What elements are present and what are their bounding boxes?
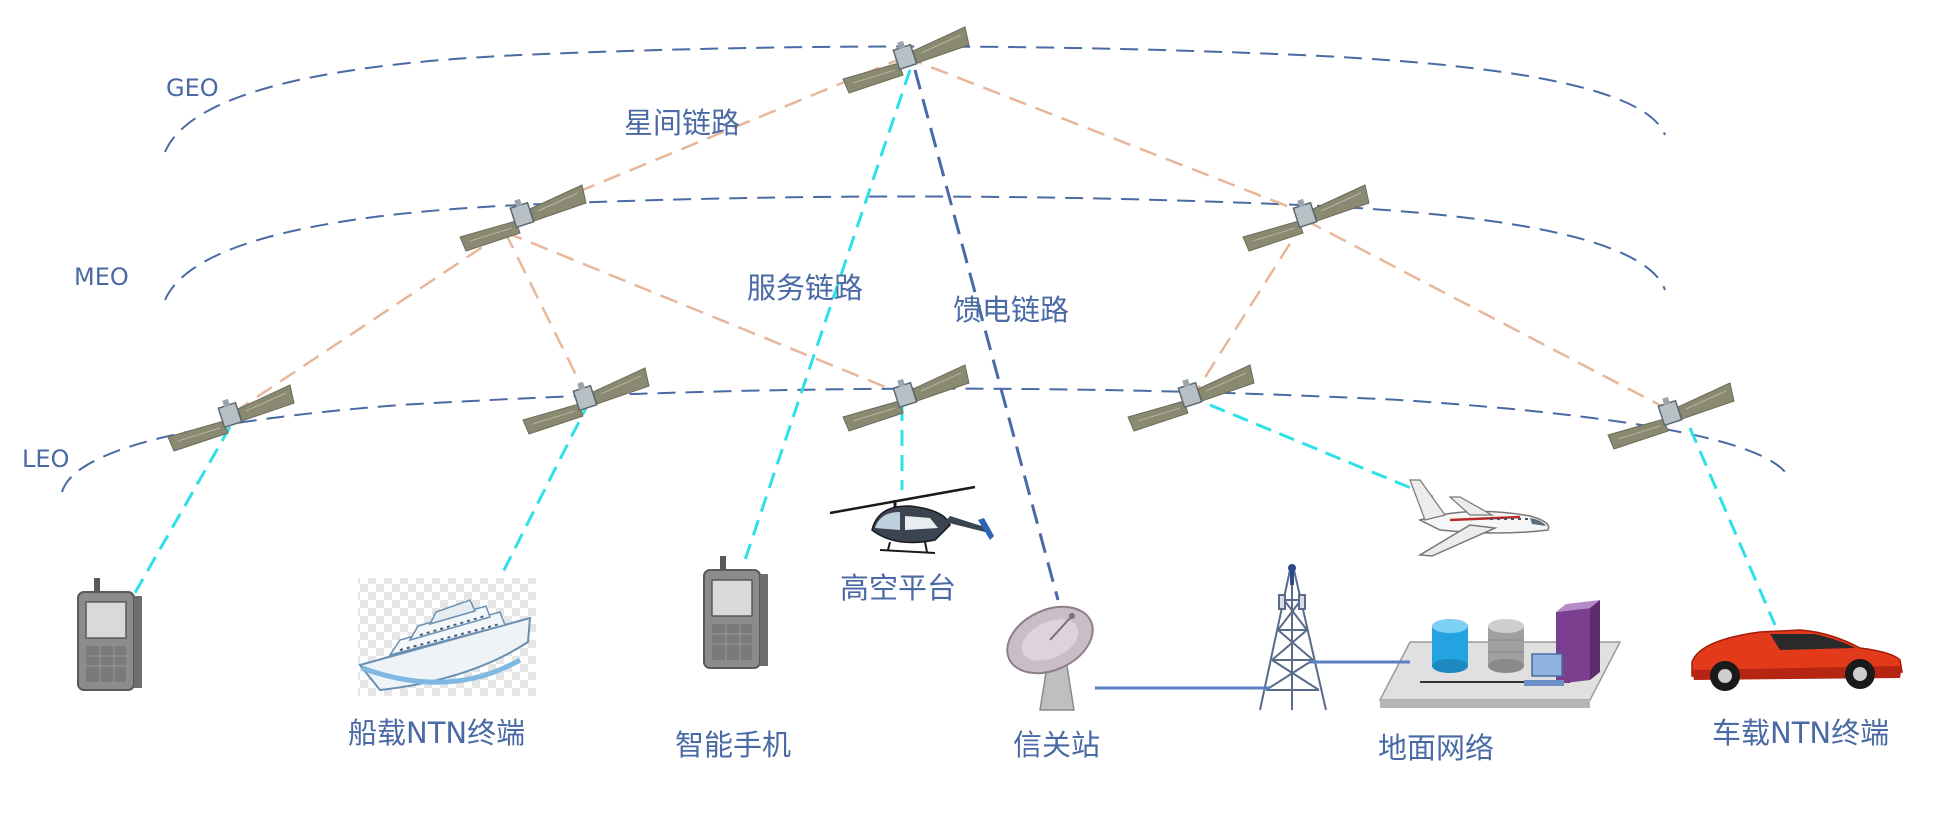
gateway-label: 信关站	[1013, 728, 1101, 762]
smartphone-label: 智能手机	[675, 728, 792, 762]
ground-wired-links	[1095, 660, 1410, 690]
car-terminal-label: 车载NTN终端	[1712, 716, 1890, 750]
airplane-icon	[1409, 479, 1550, 557]
smartphone-icon	[703, 555, 769, 669]
leo-label: LEO	[22, 445, 70, 473]
service-link-label: 服务链路	[747, 271, 864, 305]
helicopter-icon	[829, 485, 994, 554]
cell-tower-icon	[1259, 564, 1327, 711]
leo-satellite-2-icon	[522, 367, 650, 435]
meo-satellite-right-icon	[1242, 184, 1370, 252]
leo-satellite-5-icon	[1607, 382, 1735, 450]
leo-satellite-4-icon	[1127, 364, 1255, 432]
handheld-terminal-icon	[77, 577, 143, 691]
meo-label: MEO	[74, 263, 129, 291]
geo-label: GEO	[166, 74, 219, 102]
cruise-ship-icon	[358, 578, 536, 696]
ground-network-label: 地面网络	[1378, 731, 1495, 765]
leo-orbit	[61, 387, 1791, 493]
hap-label: 高空平台	[840, 571, 957, 605]
feeder-link-label: 馈电链路	[953, 293, 1070, 327]
meo-satellite-left-icon	[459, 184, 587, 252]
ship-terminal-label: 船载NTN终端	[348, 716, 526, 750]
ground-network-icon	[1378, 600, 1622, 708]
service-links	[126, 69, 1777, 626]
inter-satellite-links	[229, 55, 1676, 417]
meo-orbit	[164, 195, 1666, 301]
feeder-link	[913, 69, 1060, 601]
leo-satellite-3-icon	[842, 364, 970, 432]
satellite-dish-icon	[1006, 605, 1094, 711]
car-icon	[1691, 629, 1903, 691]
inter-satellite-link-label: 星间链路	[624, 106, 741, 140]
